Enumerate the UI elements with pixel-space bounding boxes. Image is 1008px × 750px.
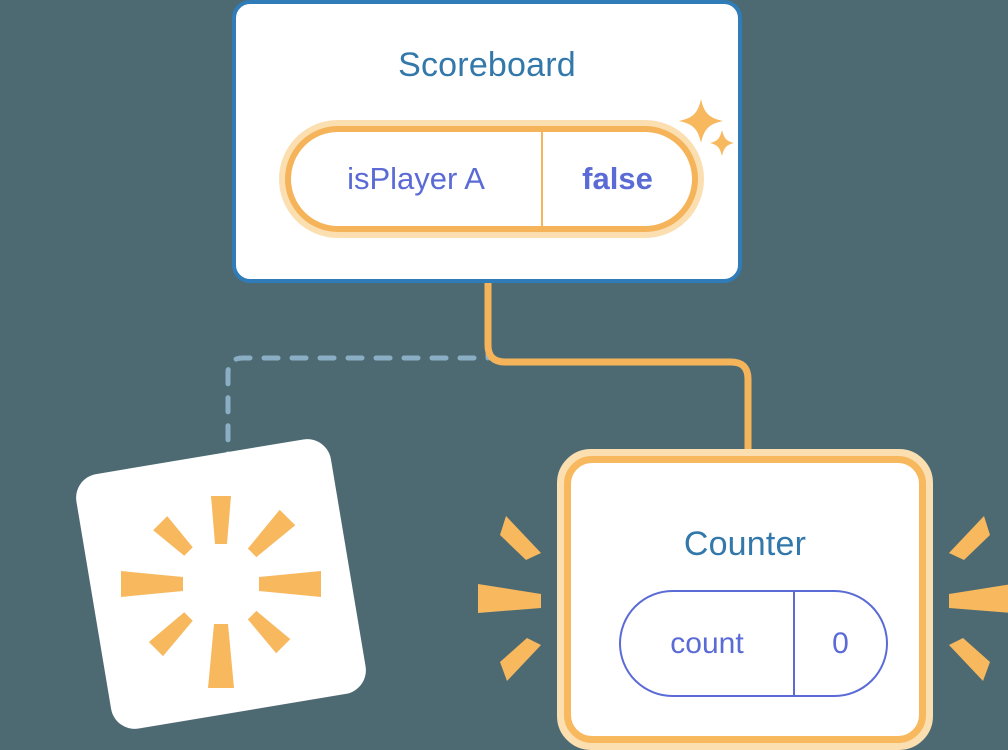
scoreboard-to-blank-connector xyxy=(225,285,491,473)
scoreboard-pill-glow-ring xyxy=(279,120,704,238)
scoreboard-state-pill[interactable]: isPlayer A false xyxy=(279,120,704,238)
scoreboard-card[interactable]: Scoreboard isPlayer A false xyxy=(232,0,742,283)
scoreboard-to-counter-connector xyxy=(484,279,752,474)
scoreboard-state-value: false xyxy=(582,161,653,196)
sparkle-star-small-icon xyxy=(710,130,734,156)
sparkle-star-icon xyxy=(679,99,723,143)
counter-title: Counter xyxy=(683,525,807,563)
counter-state-value: 0 xyxy=(832,626,849,660)
scoreboard-state-key: isPlayer A xyxy=(291,132,543,226)
counter-card-glow-ring xyxy=(557,449,933,750)
counter-state-key: count xyxy=(621,592,795,695)
counter-card[interactable]: Counter count 0 xyxy=(557,449,933,750)
counter-card-body[interactable]: Counter count 0 xyxy=(564,456,926,743)
scoreboard-title: Scoreboard xyxy=(398,46,576,84)
counter-state-pill[interactable]: count 0 xyxy=(619,590,888,697)
scoreboard-pill-body[interactable]: isPlayer A false xyxy=(285,126,698,232)
